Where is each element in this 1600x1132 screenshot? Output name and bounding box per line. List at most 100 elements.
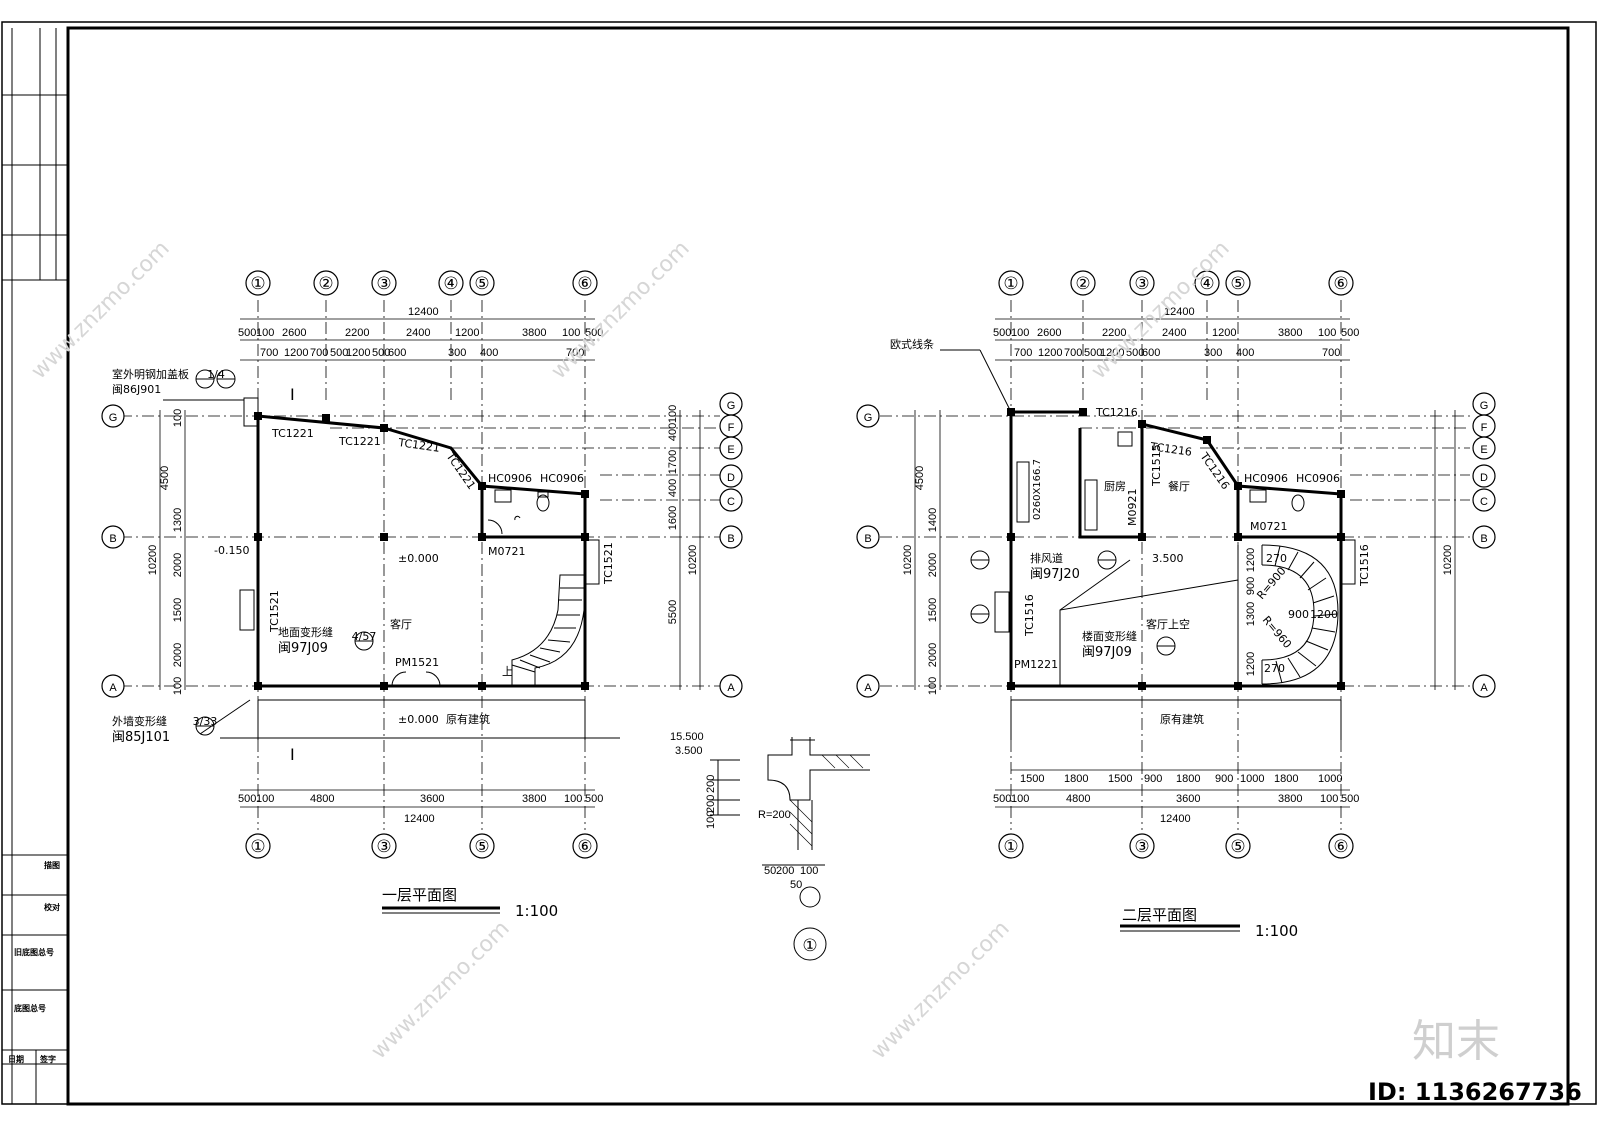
p1-dim2-i: 400 <box>480 347 498 359</box>
detail-radius: R=200 <box>758 809 791 821</box>
p1-section-mark-bottom: I <box>290 745 295 764</box>
p1-detail-idx-3: 1/4 <box>207 368 225 381</box>
p2-dim-left-g: 100 <box>927 677 939 695</box>
p2-dim-top-b: 100 <box>1011 327 1029 339</box>
p2-dim-right-total: 10200 <box>1442 545 1454 576</box>
p1-axis-f-right: F <box>728 422 735 434</box>
p1-axis-6-top: ⑥ <box>577 274 592 293</box>
p2-dim-left-e: 1500 <box>927 598 939 622</box>
p2-ref-floor-joint: 闽97J09 <box>1082 645 1132 660</box>
tb-row-date: 日期 <box>8 1054 24 1064</box>
watermark-site-2: www.znzmo.com <box>547 236 695 384</box>
p2-dim-top-a: 500 <box>993 327 1011 339</box>
p1-dim-bottom-g: 500 <box>585 793 603 805</box>
p1-note-canopy: 室外明钢加盖板 <box>112 367 189 381</box>
p2-stair-dim-270b: 270 <box>1264 662 1285 675</box>
p2-dim-top-h: 100 <box>1318 327 1336 339</box>
p2-axis-a-right: A <box>1480 682 1488 694</box>
p2-axis-e-right: E <box>1480 444 1487 456</box>
p2-axis-5-top: ⑤ <box>1230 274 1245 293</box>
detail-dim-h-a: 50 <box>764 865 776 877</box>
p1-dim-bottom-d: 3600 <box>420 793 444 805</box>
p1-axis-d-right: D <box>727 472 735 484</box>
p2-dim-b1-i: 1000 <box>1318 773 1342 785</box>
p1-dim-right-1600: 1600 <box>667 506 679 530</box>
p2-scale: 1:100 <box>1255 922 1298 940</box>
p1-axis-b-right: B <box>727 533 734 545</box>
floor-plan-2: ① ② ③ ④ ⑤ ⑥ ① ③ ⑤ ⑥ G B A G F E D C B A <box>856 270 1496 940</box>
p2-axis-2-top: ② <box>1075 274 1090 293</box>
p2-axis-6-bottom: ⑥ <box>1333 837 1348 856</box>
p2-dim-b1-a: 1500 <box>1020 773 1044 785</box>
tb-row-drawing: 描图 <box>44 860 60 870</box>
title-block <box>2 28 68 1104</box>
p2-axis-3-top: ③ <box>1134 274 1149 293</box>
p1-win-tc1221-a: TC1221 <box>271 427 314 440</box>
p2-note-floor-joint: 楼面变形缝 <box>1082 629 1137 643</box>
p2-win-tc1216-a: TC1216 <box>1095 406 1138 419</box>
p1-win-hc0906-a: HC0906 <box>488 472 532 485</box>
p2-win-tc1216-b: TC1216 <box>1149 440 1193 459</box>
p2-door-m0721: M0721 <box>1250 520 1288 533</box>
p1-dim-top-g: 3800 <box>522 327 546 339</box>
p1-dim-left-f: 2000 <box>172 643 184 667</box>
detail-dim-small: 50 <box>790 879 802 891</box>
p1-dim-top-a: 500 <box>238 327 256 339</box>
p1-dim2-f: 500 <box>372 347 390 359</box>
p1-dim-bottom-e: 3800 <box>522 793 546 805</box>
p1-axis-2-top: ② <box>318 274 333 293</box>
p1-dim-left-d: 2000 <box>172 553 184 577</box>
p1-axis-g-left: G <box>109 412 118 424</box>
p1-dim-left-g: 100 <box>172 677 184 695</box>
p1-dim-left-a: 100 <box>172 409 184 427</box>
p2-axis-b-right: B <box>1480 533 1487 545</box>
p2-dim-b1-f: 900 <box>1215 773 1233 785</box>
p1-axis-b-left: B <box>109 533 116 545</box>
detail-level-bot: 3.500 <box>675 745 703 757</box>
p1-axis-3-top: ③ <box>376 274 391 293</box>
p1-dim-bottom-b: 100 <box>256 793 274 805</box>
p1-axis-c-right: C <box>727 496 735 508</box>
p1-axis-3-bottom: ③ <box>376 837 391 856</box>
p2-axis-d-right: D <box>1480 472 1488 484</box>
p2-axis-3-bottom: ③ <box>1134 837 1149 856</box>
p1-door-pm1521: PM1521 <box>395 656 439 669</box>
detail-dim-v-c: 100 <box>705 811 717 829</box>
p1-dim2-h: 300 <box>448 347 466 359</box>
tb-row-sign: 签字 <box>39 1054 56 1064</box>
p2-axis-6-top: ⑥ <box>1333 274 1348 293</box>
p1-level-main: ±0.000 <box>398 552 439 565</box>
p1-note-floor-joint: 地面变形缝 <box>278 625 333 639</box>
p2-dim-bottom-e: 3800 <box>1278 793 1302 805</box>
tb-row-check: 校对 <box>44 902 60 912</box>
p2-stair-dim-1200a: 1200 <box>1310 608 1338 621</box>
p1-scale: 1:100 <box>515 902 558 920</box>
p1-dim2-a: 700 <box>260 347 278 359</box>
p1-win-tc1521-right: TC1521 <box>602 542 615 585</box>
detail-dim-v-b: 200 <box>705 795 717 813</box>
p1-dim-top-i: 500 <box>585 327 603 339</box>
p2-win-tc1515: TC1515 <box>1150 444 1163 487</box>
p2-axis-g-right: G <box>1480 400 1489 412</box>
p2-axis-f-right: F <box>1481 422 1488 434</box>
p2-stair-dim-900a: 900 <box>1288 608 1309 621</box>
p1-dim-top-b: 100 <box>256 327 274 339</box>
p1-dim-left-e: 1500 <box>172 598 184 622</box>
p2-door-m0921: M0921 <box>1126 489 1139 527</box>
p1-dim-right-total: 10200 <box>687 545 699 576</box>
p2-dim2-j: 700 <box>1322 347 1340 359</box>
p1-level-ext: ±0.000 <box>398 713 439 726</box>
p2-win-hc0906-a: HC0906 <box>1244 472 1288 485</box>
p2-note-cornice: 欧式线条 <box>890 337 934 351</box>
p1-dim-bottom-a: 500 <box>238 793 256 805</box>
p1-dim2-b: 1200 <box>284 347 308 359</box>
p2-axis-g-left: G <box>864 412 873 424</box>
detail-dim-h-c: 100 <box>800 865 818 877</box>
tb-row-base-number: 底图总号 <box>13 1003 46 1013</box>
p1-dim-top-h: 100 <box>562 327 580 339</box>
p1-door-m0721: M0721 <box>488 545 526 558</box>
watermark-site-3: www.znzmo.com <box>1087 236 1235 384</box>
p2-title: 二层平面图 <box>1122 906 1197 924</box>
p2-dim-left-c: 1400 <box>927 508 939 532</box>
